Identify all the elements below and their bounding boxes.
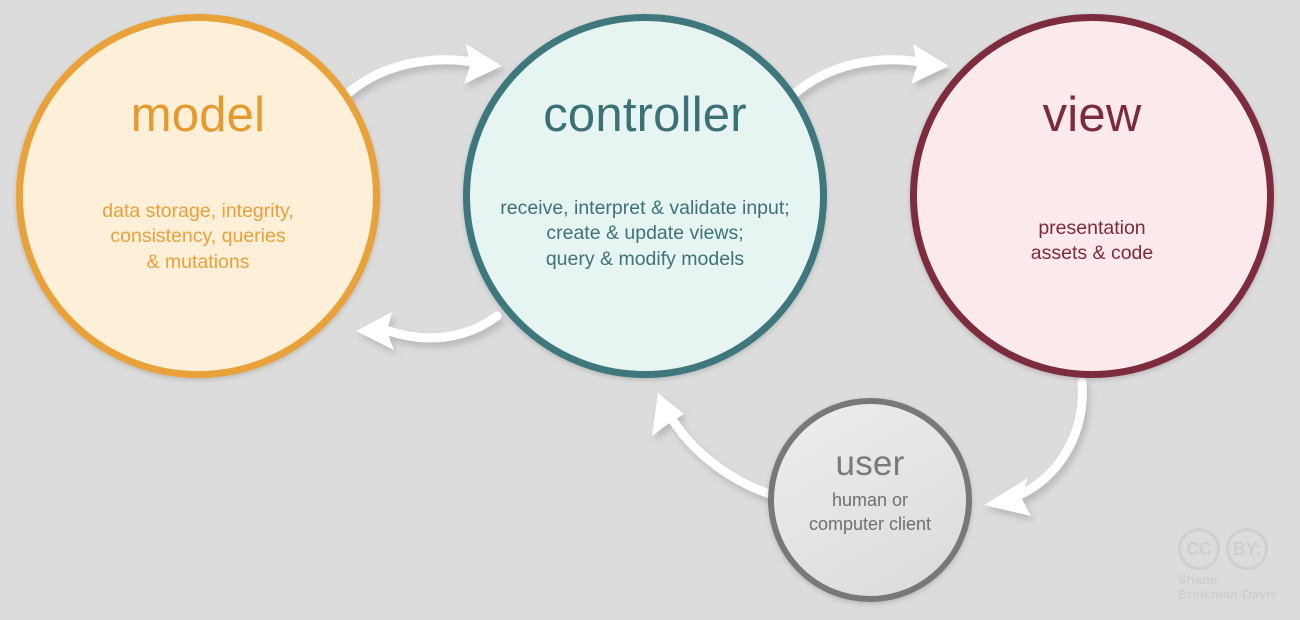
node-controller[interactable]: controller receive, interpret & validate… (463, 14, 827, 378)
node-user-title: user (835, 444, 905, 483)
node-user-description: human or computer client (808, 490, 932, 534)
node-model-title: model (130, 88, 266, 142)
arrow-model-to-controller (340, 44, 502, 101)
cc-icon: CC (1178, 528, 1220, 570)
node-view-description: presentation assets & code (1030, 217, 1154, 265)
arrow-controller-to-view (787, 44, 949, 101)
arrow-user-to-controller (652, 393, 789, 503)
node-model-description: data storage, integrity, consistency, qu… (102, 200, 294, 273)
arrow-view-to-user (984, 377, 1087, 516)
creative-commons-badge[interactable]: CC BY: Shane Brinkman-Davis (1178, 528, 1290, 612)
arrow-controller-to-model (356, 311, 502, 350)
cc-by-icon: BY: (1226, 528, 1268, 570)
node-controller-title: controller (543, 88, 747, 142)
node-view[interactable]: view presentation assets & code (910, 14, 1274, 378)
cc-marks: CC BY: (1178, 528, 1290, 570)
node-user[interactable]: user human or computer client (768, 398, 972, 602)
node-controller-description: receive, interpret & validate input; cre… (500, 197, 790, 270)
node-model[interactable]: model data storage, integrity, consisten… (16, 14, 380, 378)
node-view-title: view (1042, 88, 1142, 142)
attribution-text: Shane Brinkman-Davis (1178, 572, 1277, 602)
